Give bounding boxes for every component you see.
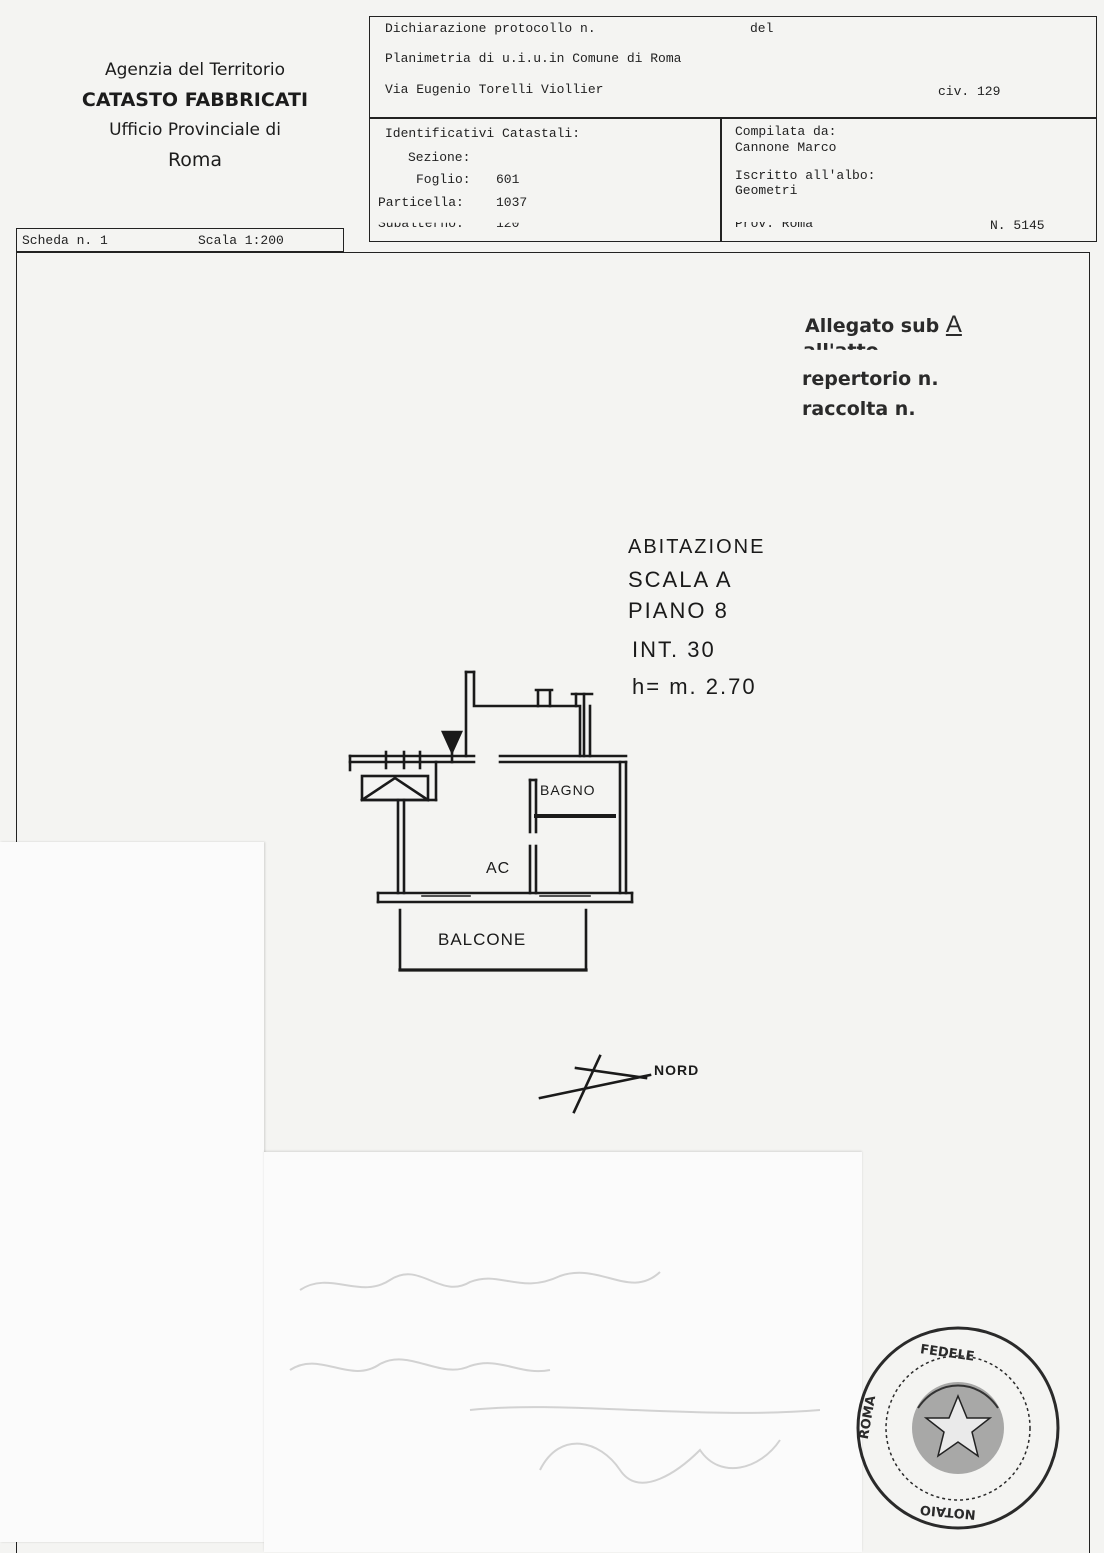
- compilata-name: Cannone Marco: [735, 140, 837, 155]
- subalterno-value: 120: [496, 216, 520, 231]
- scheda-box: [16, 228, 344, 252]
- allegato-line: Allegato sub A: [805, 311, 962, 339]
- repertorio-label: repertorio n.: [802, 368, 939, 390]
- interno-label: INT. 30: [632, 637, 716, 662]
- catasto-title: CATASTO FABBRICATI: [81, 89, 309, 111]
- overlay-paper-bottom: [264, 1152, 862, 1552]
- foglio-label: Foglio:: [416, 172, 471, 187]
- scheda-number: Scheda n. 1: [22, 233, 108, 248]
- albo-value: Geometri: [735, 183, 798, 198]
- agency-name: Agenzia del Territorio: [104, 60, 286, 80]
- civ-label: civ. 129: [938, 84, 1001, 99]
- altezza-label: h= m. 2.70: [632, 674, 757, 699]
- ufficio-city: Roma: [167, 149, 223, 171]
- dichiarazione-label: Dichiarazione protocollo n.: [385, 21, 596, 36]
- ufficio-label: Ufficio Provinciale di: [109, 120, 281, 140]
- scala-label: SCALA A: [628, 567, 733, 592]
- abitazione-label: ABITAZIONE: [628, 536, 766, 558]
- planimetria-label: Planimetria di u.i.u.in Comune di Roma: [385, 51, 682, 66]
- subalterno-label: Subalterno:: [378, 216, 464, 231]
- identificativi-box: [369, 118, 1097, 242]
- prov-label: Prov. Roma: [735, 216, 814, 231]
- piano-label: PIANO 8: [628, 598, 729, 623]
- bagno-label: BAGNO: [540, 782, 596, 798]
- sezione-label: Sezione:: [408, 150, 471, 165]
- allatto-label: all'atto: [803, 340, 879, 362]
- ac-label: AC: [486, 860, 511, 877]
- balcone-label: BALCONE: [438, 930, 527, 949]
- compilata-label: Compilata da:: [735, 124, 837, 139]
- raccolta-label: raccolta n.: [802, 398, 916, 420]
- address-label: Via Eugenio Torelli Viollier: [385, 82, 604, 97]
- identificativi-title: Identificativi Catastali:: [385, 126, 581, 141]
- overlay-paper-left: [0, 842, 264, 1542]
- del-label: del: [750, 21, 774, 36]
- particella-label: Particella:: [378, 195, 464, 210]
- allegato-label: Allegato sub: [805, 315, 940, 337]
- scala-value: Scala 1:200: [198, 233, 284, 248]
- nord-label: NORD: [654, 1062, 700, 1078]
- agency-header: Agenzia del Territorio CATASTO FABBRICAT…: [40, 55, 350, 175]
- allegato-sub: A: [945, 311, 962, 338]
- registration-number: N. 5145: [990, 218, 1045, 233]
- particella-value: 1037: [496, 195, 528, 210]
- iscritto-label: Iscritto all'albo:: [735, 168, 876, 183]
- foglio-value: 601: [496, 172, 520, 187]
- declaration-box: [369, 16, 1097, 118]
